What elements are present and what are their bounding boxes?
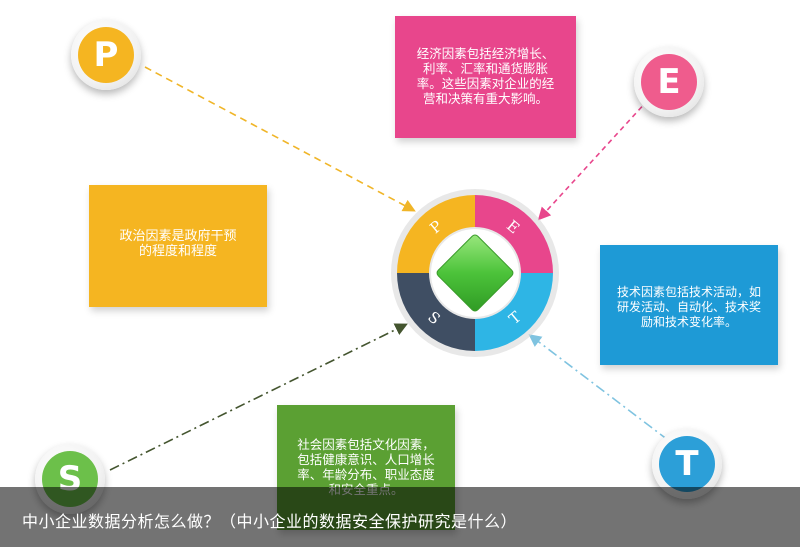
connector-p — [144, 66, 416, 212]
technological-line: 励和技术变化率。 — [640, 315, 737, 329]
economic-line: 营和决策有重大影响。 — [422, 91, 548, 106]
economic-factor-box: 经济因素包括经济增长、 利率、汇率和通货膨胀 率。这些因素对企业的经 营和决策有… — [395, 16, 576, 138]
economic-line: 利率、汇率和通货膨胀 — [422, 61, 548, 76]
caption-bar — [0, 487, 800, 547]
social-line: 率、年龄分布、职业态度 — [297, 467, 435, 482]
political-line: 的程度和程度 — [138, 244, 217, 259]
ring-segment-e — [475, 195, 553, 273]
technological-line: 技术因素包括技术活动，如 — [616, 285, 761, 299]
ring-segment-s — [397, 273, 475, 351]
p-letter-badge: P — [71, 20, 141, 90]
center-diamond — [436, 234, 514, 312]
p-letter-icon: P — [78, 27, 134, 83]
ring-segment-p — [397, 195, 475, 273]
ring-segment-t — [475, 273, 553, 351]
political-factor-box: 政治因素是政府干预 的程度和程度 — [89, 185, 267, 307]
social-line: 包括健康意识、人口增长 — [297, 452, 435, 467]
connector-t — [528, 334, 669, 441]
t-letter-icon: T — [659, 436, 715, 492]
connector-s — [109, 323, 408, 471]
economic-line: 率。这些因素对企业的经 — [416, 76, 555, 91]
technological-line: 研发活动、自动化、技术奖 — [616, 300, 761, 314]
political-line: 政治因素是政府干预 — [119, 229, 237, 244]
caption-title: 中小企业数据分析怎么做？（中小企业的数据安全保护研究是什么） — [22, 512, 518, 531]
economic-line: 经济因素包括经济增长、 — [416, 46, 555, 61]
technological-factor-box: 技术因素包括技术活动，如 研发活动、自动化、技术奖 励和技术变化率。 — [600, 245, 778, 365]
e-letter-badge: E — [634, 47, 704, 117]
e-letter-icon: E — [641, 54, 697, 110]
social-line: 社会因素包括文化因素， — [297, 437, 435, 452]
